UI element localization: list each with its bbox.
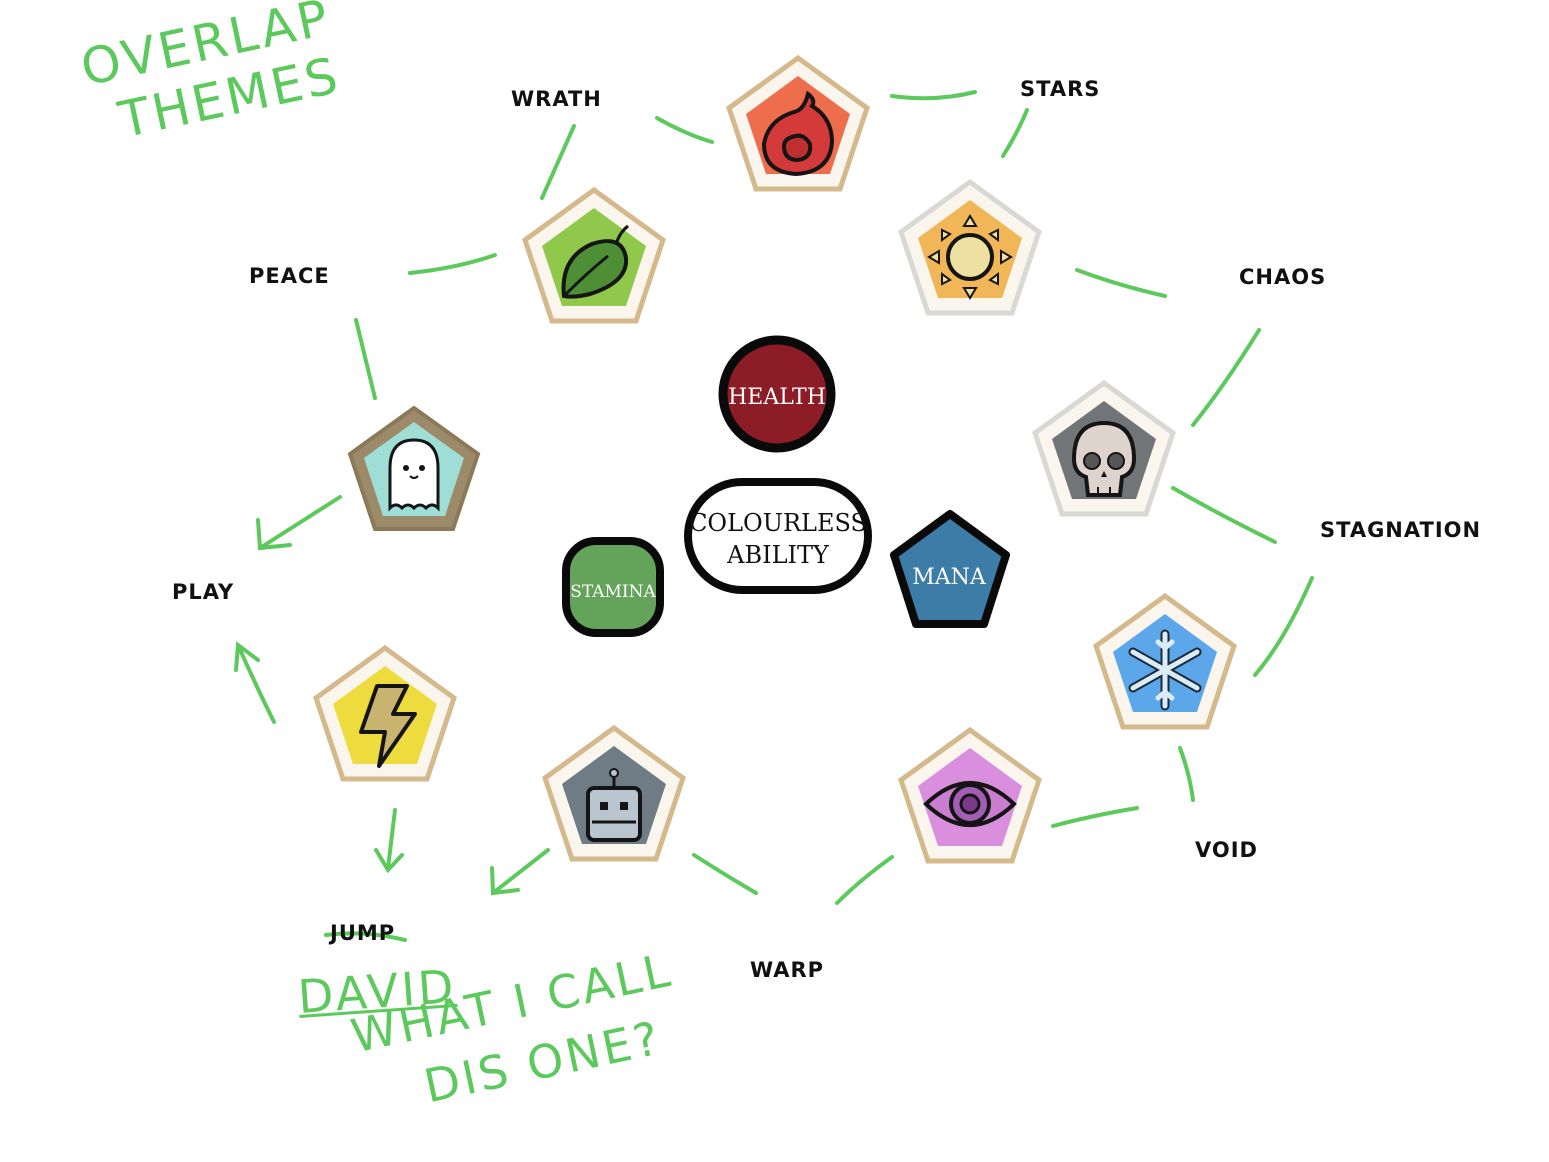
fire-icon	[761, 90, 835, 177]
theme-stars: STARS	[1020, 77, 1101, 101]
health-label: HEALTH	[728, 385, 826, 410]
colourless-ability-shape	[684, 478, 872, 594]
stamina-label: STAMINA	[570, 582, 656, 602]
ghost-icon	[388, 438, 440, 512]
badge-robot	[542, 724, 686, 862]
sun-icon	[927, 214, 1013, 300]
badge-leaf	[522, 186, 666, 324]
badge-fire	[726, 54, 870, 192]
theme-peace: PEACE	[249, 264, 330, 288]
badge-sun	[898, 178, 1042, 316]
theme-stagnation: STAGNATION	[1320, 518, 1482, 542]
robot-icon	[586, 768, 642, 842]
mana-pentagon	[890, 510, 1010, 628]
badge-eye	[898, 726, 1042, 864]
mana-label: MANA	[912, 565, 987, 590]
theme-chaos: CHAOS	[1239, 265, 1327, 289]
theme-warp: WARP	[750, 958, 825, 982]
health-circle	[718, 335, 836, 453]
badge-snowflake	[1093, 592, 1237, 730]
badge-lightning	[313, 644, 457, 782]
colourless-ability-label-line1: COLOURLESS	[689, 509, 867, 537]
theme-wrath: WRATH	[511, 87, 602, 111]
badge-ghost	[347, 405, 481, 531]
skull-icon	[1071, 420, 1137, 497]
badge-skull	[1032, 379, 1176, 517]
colourless-ability-label-line2: ABILITY	[726, 541, 830, 569]
stamina-shape	[562, 537, 664, 637]
leaf-icon	[561, 224, 629, 299]
theme-play: PLAY	[172, 580, 235, 604]
theme-jump-struck: JUMP	[330, 921, 396, 945]
eye-icon	[923, 781, 1017, 827]
connector-lines	[234, 90, 1314, 942]
lightning-icon	[359, 684, 417, 768]
theme-void: VOID	[1195, 838, 1258, 862]
